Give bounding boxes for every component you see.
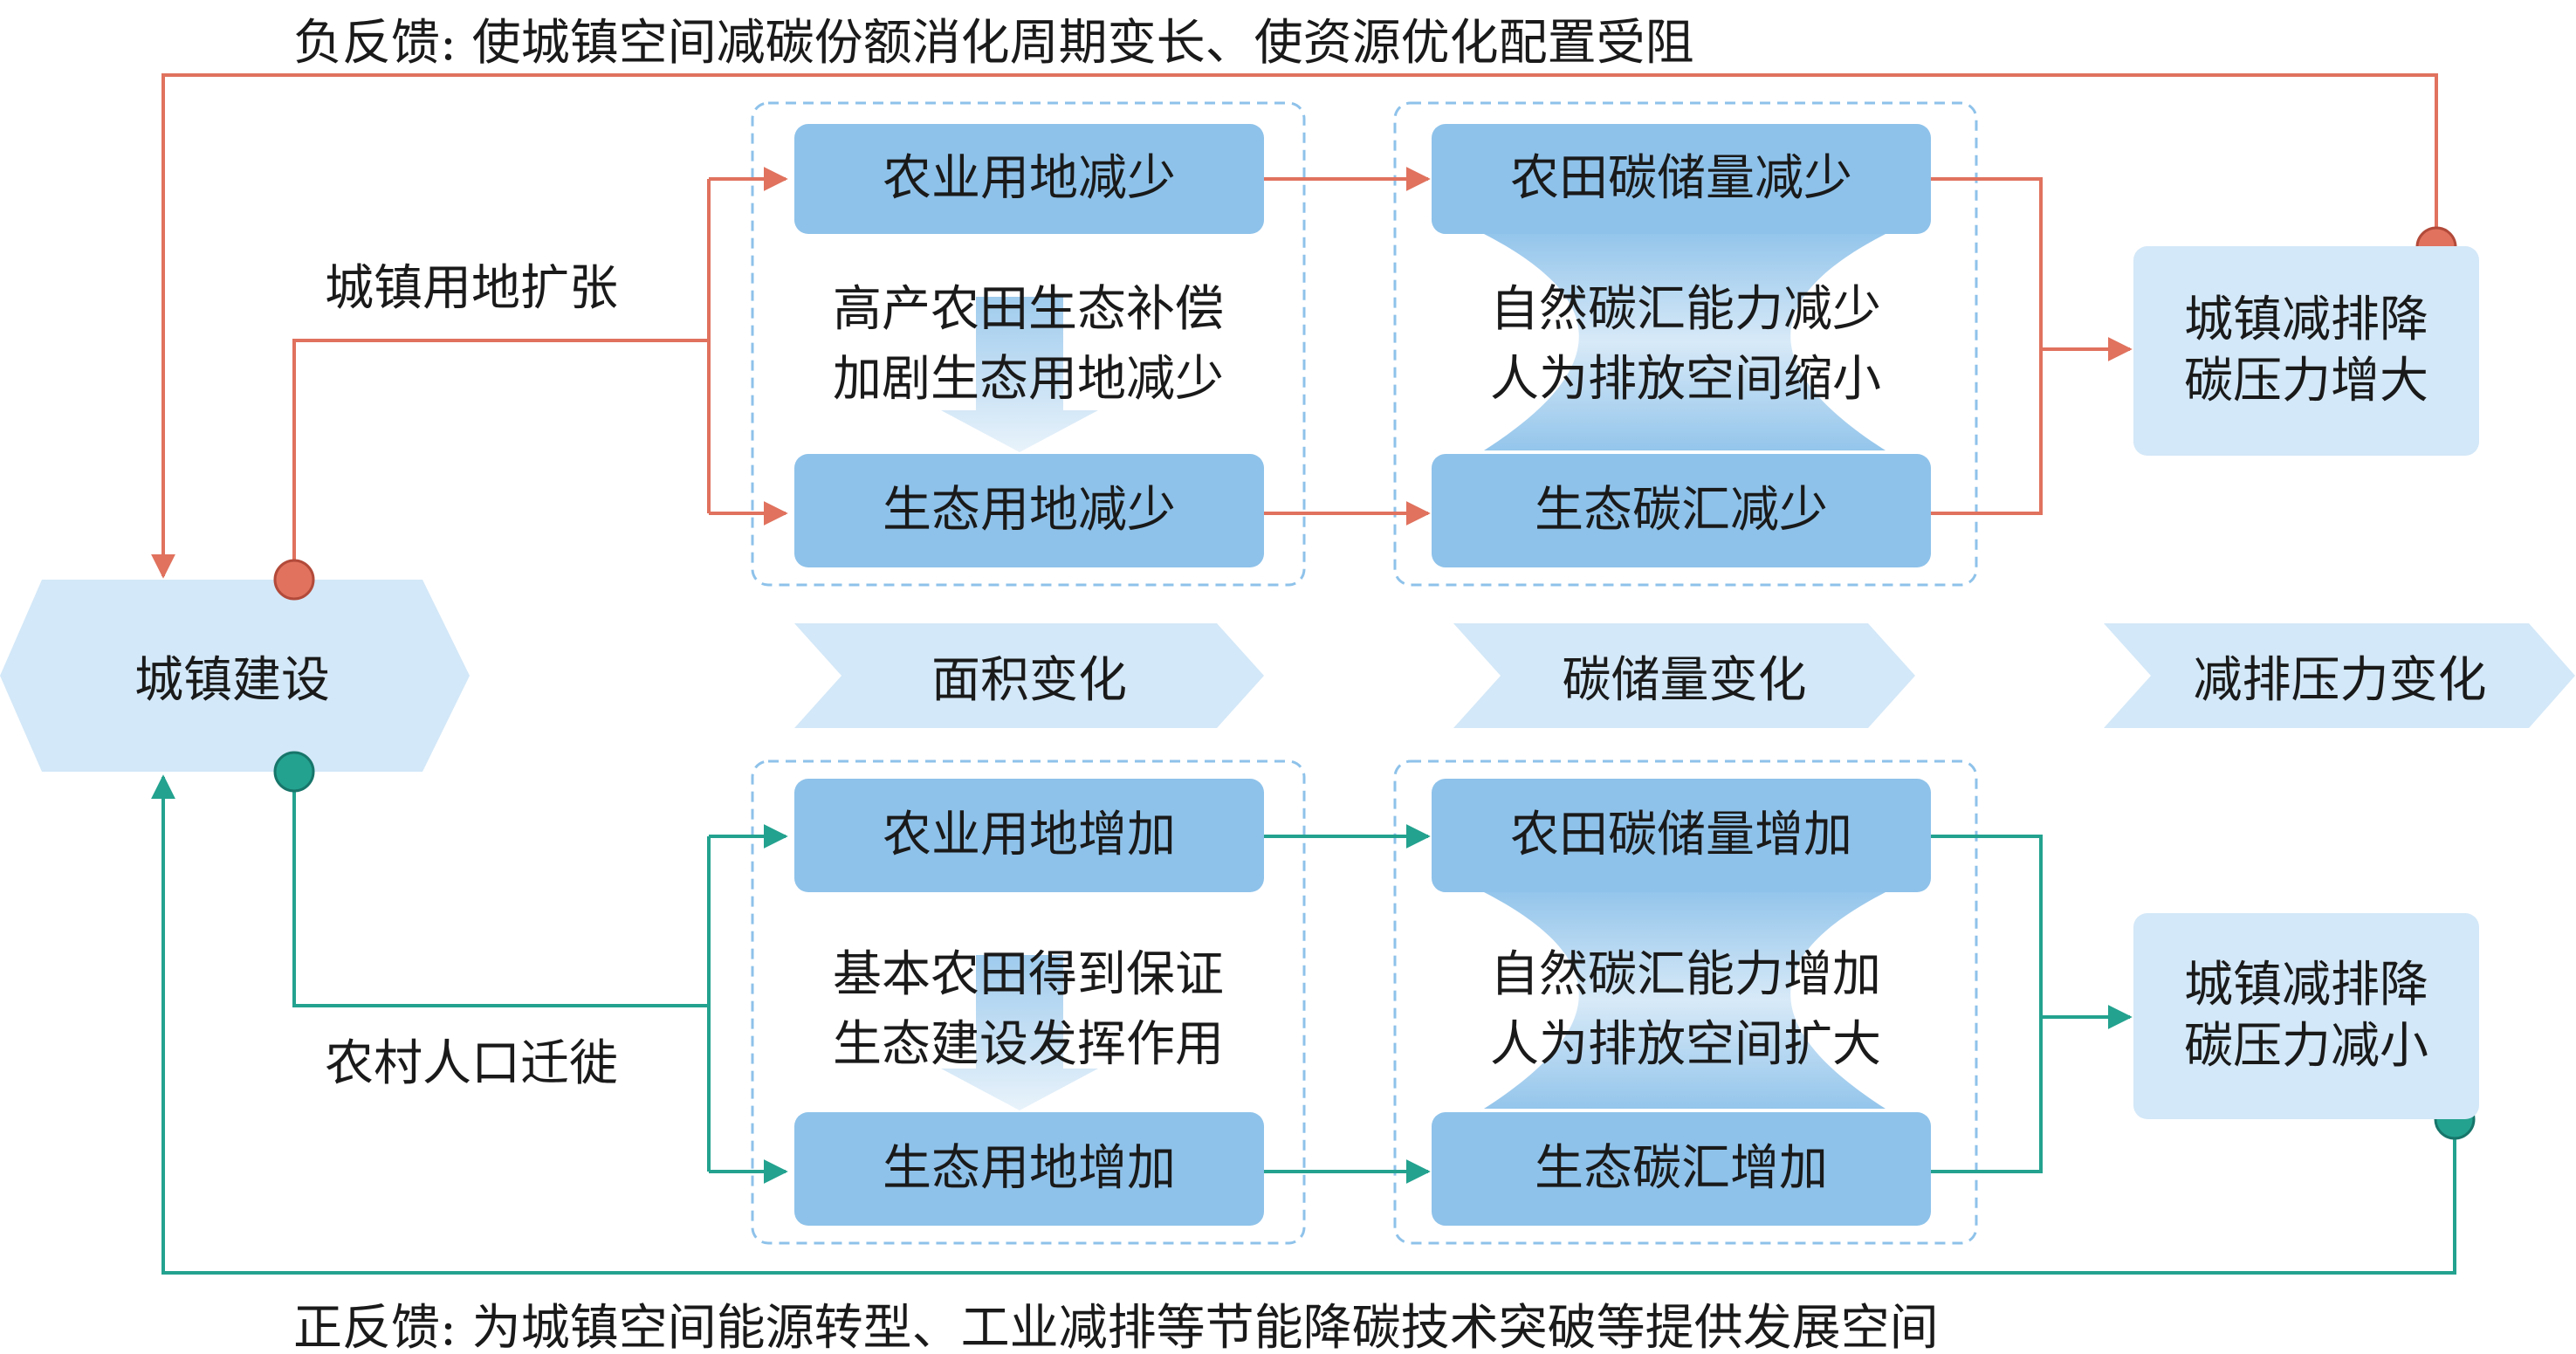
pos-node-hub <box>273 751 315 793</box>
top-area-frame <box>751 101 1306 587</box>
top-agri-box: 农业用地减少 <box>794 124 1264 234</box>
positive-feedback-text: 正反馈: 为城镇空间能源转型、工业减排等节能降碳技术突破等提供发展空间 <box>293 1300 1939 1354</box>
top-eco-box: 生态用地减少 <box>794 454 1264 567</box>
neg-node-hub <box>273 559 315 601</box>
bottom-pressure-box: 城镇减排降 碳压力减小 <box>2133 913 2479 1119</box>
stage-label-3: 减排压力变化 <box>2193 651 2487 709</box>
bottom-carbon-box1: 农田碳储量增加 <box>1432 779 1931 892</box>
bottom-eco-box: 生态用地增加 <box>794 1112 1264 1226</box>
neg-feedback-line <box>151 73 2438 579</box>
pos-feedback-line <box>151 774 2456 1275</box>
bottom-carbon-middle-1: 自然碳汇能力增加 <box>1490 946 1881 1003</box>
bottom-area-middle-2: 生态建设发挥作用 <box>833 1016 1224 1073</box>
stage-label-1: 面积变化 <box>931 651 1127 709</box>
bottom-area-middle-1: 基本农田得到保证 <box>833 946 1224 1003</box>
top-area-middle-2: 加剧生态用地减少 <box>833 351 1224 408</box>
stage-chevron-1 <box>794 623 1264 728</box>
hub-label: 城镇建设 <box>134 651 330 709</box>
hub-hexagon <box>0 580 470 772</box>
top-pressure-line-2: 碳压力增大 <box>2184 353 2428 409</box>
negative-feedback-text: 负反馈: 使城镇空间减碳份额消化周期变长、使资源优化配置受阻 <box>293 15 1694 72</box>
top-carbon-box2: 生态碳汇减少 <box>1432 454 1931 567</box>
bottom-carbon-box2: 生态碳汇增加 <box>1432 1112 1931 1226</box>
top-carbon-middle-2: 人为排放空间缩小 <box>1490 351 1881 408</box>
top-pressure-box: 城镇减排降 碳压力增大 <box>2133 246 2479 456</box>
bottom-pressure-line-2: 碳压力减小 <box>2184 1018 2428 1075</box>
bottom-area-down-arrow <box>941 955 1098 1110</box>
top-carbon-middle-1: 自然碳汇能力减少 <box>1490 281 1881 338</box>
driver-bottom: 农村人口迁徙 <box>325 1035 618 1092</box>
stage-label-2: 碳储量变化 <box>1562 651 1807 709</box>
driver-top: 城镇用地扩张 <box>325 260 618 317</box>
top-carbon-box1: 农田碳储量减少 <box>1432 124 1931 234</box>
bottom-carbon-middle-2: 人为排放空间扩大 <box>1490 1016 1881 1073</box>
top-carbon-hourglass <box>1484 234 1886 450</box>
bottom-agri-box: 农业用地增加 <box>794 779 1264 892</box>
bottom-carbon-hourglass <box>1484 892 1886 1109</box>
top-area-down-arrow <box>941 297 1098 452</box>
stage-chevron-3 <box>2104 623 2575 728</box>
pos-driver-line <box>292 772 709 1007</box>
bottom-pressure-line-1: 城镇减排降 <box>2184 957 2428 1014</box>
top-area-middle-1: 高产农田生态补偿 <box>833 281 1224 338</box>
stage-chevron-2 <box>1453 623 1915 728</box>
neg-driver-line <box>292 339 709 576</box>
bottom-area-frame <box>751 759 1306 1245</box>
top-pressure-line-1: 城镇减排降 <box>2184 292 2428 348</box>
